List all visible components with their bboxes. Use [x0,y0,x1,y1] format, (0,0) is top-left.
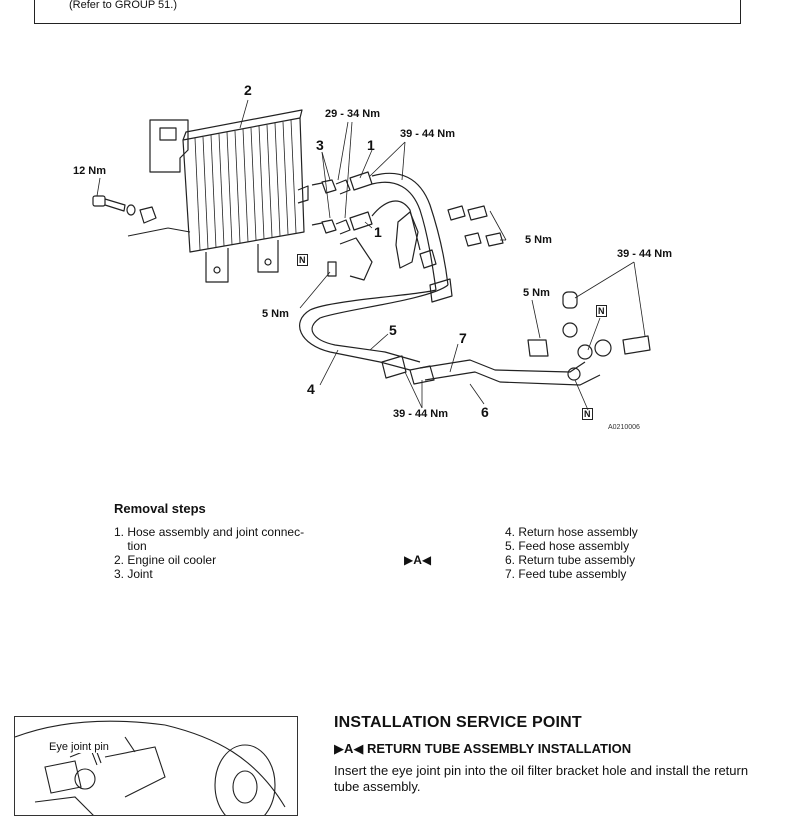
label-part-4: 4 [307,381,315,397]
removal-step-3: 3. Joint [114,567,153,581]
label-part-3: 3 [316,137,324,153]
oil-cooler [182,117,305,253]
hose-upper [371,172,449,286]
eye-joint-pin-label: Eye joint pin [49,741,109,753]
label-new-part-right: N [596,305,607,317]
label-torque-29-34: 29 - 34 Nm [325,108,381,120]
service-point-marker: ▶A◀ [404,553,432,567]
eye-joint-drawing [15,720,286,815]
feed-hose [299,289,437,371]
reference-box: (Refer to GROUP 51.) [34,0,741,24]
return-tube-installation-subtitle: ▶A◀ RETURN TUBE ASSEMBLY INSTALLATION [334,741,632,756]
removal-steps-title: Removal steps [114,501,206,516]
installation-instructions: Insert the eye joint pin into the oil fi… [334,763,749,794]
label-new-part-bottom: N [582,408,593,420]
cooler-bracket [149,119,189,173]
refer-group-text: (Refer to GROUP 51.) [69,0,177,11]
removal-step-7: 7. Feed tube assembly [505,567,627,581]
label-torque-5-mid: 5 Nm [523,287,550,299]
eye-joint-assembly [527,291,651,381]
oil-cooler-exploded-diagram [92,99,651,411]
label-part-1-top: 1 [367,137,375,153]
label-torque-39-44-bottom: 39 - 44 Nm [393,408,449,420]
joint-upper [321,179,351,195]
hose-clamp-bracket [395,211,419,269]
bolt-12nm [92,195,157,224]
label-torque-5-right: 5 Nm [525,234,552,246]
cooler-mount-foot-left [205,248,229,283]
label-part-1-mid: 1 [374,224,382,240]
label-torque-12: 12 Nm [73,165,107,177]
installation-service-point-title: INSTALLATION SERVICE POINT [334,714,582,731]
joint-lower [321,219,351,235]
removal-step-5: 5. Feed hose assembly [505,539,630,553]
cooler-mount-foot-right [257,240,279,273]
feed-tube [419,359,586,373]
removal-steps-right: 4. Return hose assembly 5. Feed hose ass… [505,525,638,581]
label-torque-39-44-right: 39 - 44 Nm [617,248,673,260]
label-torque-39-44-top: 39 - 44 Nm [400,128,456,140]
figure-code: A0210006 [608,424,640,431]
label-torque-5-left: 5 Nm [262,308,289,320]
removal-step-6: 6. Return tube assembly [505,553,636,567]
removal-step-4: 4. Return hose assembly [505,525,638,539]
return-hose [311,284,449,363]
eye-joint-illustration [14,716,298,816]
label-part-5: 5 [389,322,397,338]
removal-steps-left: 1. Hose assembly and joint connec- tion … [114,525,374,581]
label-part-7: 7 [459,330,467,346]
label-part-6: 6 [481,404,489,420]
removal-step-2: 2. Engine oil cooler [114,553,217,567]
label-new-part-left: N [297,254,308,266]
label-part-2: 2 [244,82,252,98]
return-tube [424,371,601,386]
removal-step-1: 1. Hose assembly and joint connec- tion [114,525,305,553]
